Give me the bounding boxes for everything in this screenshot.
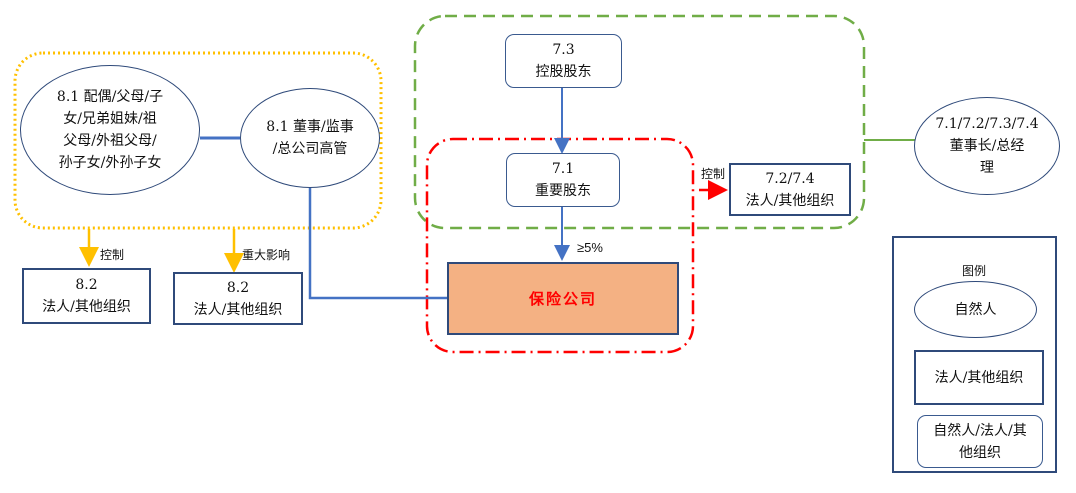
shareholder-group-boundary (413, 14, 866, 230)
directors-node: 8.1 董事/监事 /总公司高管 (240, 88, 380, 188)
legend-either-label: 自然人/法人/其 他组织 (933, 422, 1027, 461)
legend-legal-entity-label: 法人/其他组织 (934, 369, 1024, 386)
entity-influence-label: 8.2 法人/其他组织 (193, 279, 283, 318)
entity-7-2-7-4-node: 7.2/7.4 法人/其他组织 (729, 163, 851, 216)
legend-legal-entity: 法人/其他组织 (914, 350, 1044, 405)
chairman-node: 7.1/7.2/7.3/7.4 董事长/总经 理 (914, 97, 1060, 195)
insurer-label: 保险公司 (528, 289, 597, 308)
major-shareholder-node: 7.1 重要股东 (506, 153, 620, 207)
family-group-boundary (13, 51, 383, 230)
control-edge-label: 控制 (100, 248, 125, 262)
entity-7-2-7-4-label: 7.2/7.4 法人/其他组织 (745, 170, 835, 209)
entity-control-node: 8.2 法人/其他组织 (22, 268, 151, 324)
chairman-label: 7.1/7.2/7.3/7.4 董事长/总经 理 (935, 116, 1039, 176)
legend (892, 236, 1057, 473)
major-shareholder-label: 7.1 重要股东 (535, 161, 591, 199)
share-threshold-label: ≥5% (577, 240, 603, 255)
legend-either: 自然人/法人/其 他组织 (917, 415, 1043, 468)
legend-natural-person: 自然人 (914, 281, 1037, 338)
legend-title: 图例 (962, 264, 987, 278)
directors-label: 8.1 董事/监事 /总公司高管 (266, 119, 354, 157)
entity-influence-node: 8.2 法人/其他组织 (173, 272, 303, 325)
relatives-node: 8.1 配偶/父母/子 女/兄弟姐妹/祖 父母/外祖父母/ 孙子女/外孙子女 (20, 65, 200, 195)
relatives-label: 8.1 配偶/父母/子 女/兄弟姐妹/祖 父母/外祖父母/ 孙子女/外孙子女 (56, 89, 164, 171)
controlling-shareholder-node: 7.3 控股股东 (505, 34, 622, 88)
entity-control-label: 8.2 法人/其他组织 (42, 277, 131, 315)
controlling-shareholder-label: 7.3 控股股东 (535, 42, 592, 80)
influence-edge-label: 重大影响 (242, 248, 291, 262)
directors-insurer-connector (308, 188, 447, 300)
legend-natural-person-label: 自然人 (954, 301, 997, 318)
red-control-edge-label: 控制 (701, 167, 726, 181)
insurer-node: 保险公司 (447, 262, 679, 335)
